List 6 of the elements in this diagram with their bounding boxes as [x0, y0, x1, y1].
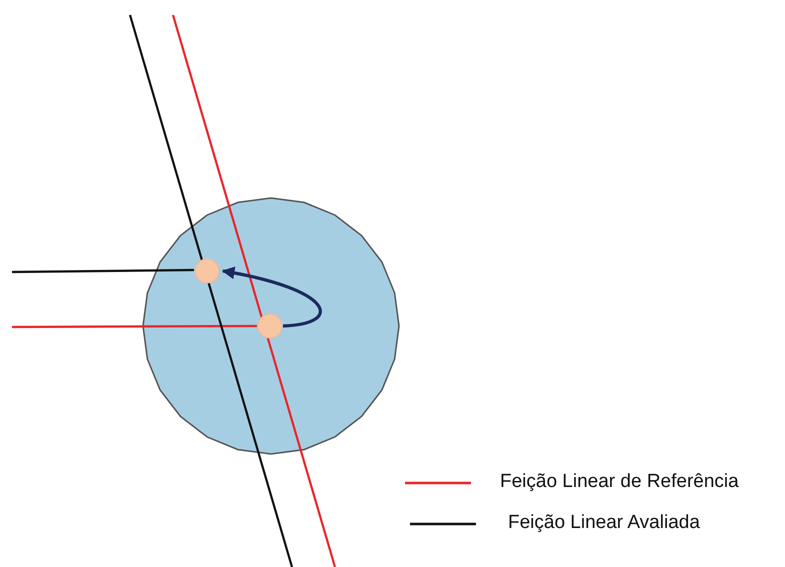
legend-label: Feição Linear de Referência	[500, 471, 739, 493]
point-marker	[257, 313, 283, 339]
legend-label: Feição Linear Avaliada	[508, 512, 700, 534]
point-marker	[194, 258, 220, 284]
arrow	[222, 266, 322, 328]
buffer-polygon	[142, 197, 400, 455]
